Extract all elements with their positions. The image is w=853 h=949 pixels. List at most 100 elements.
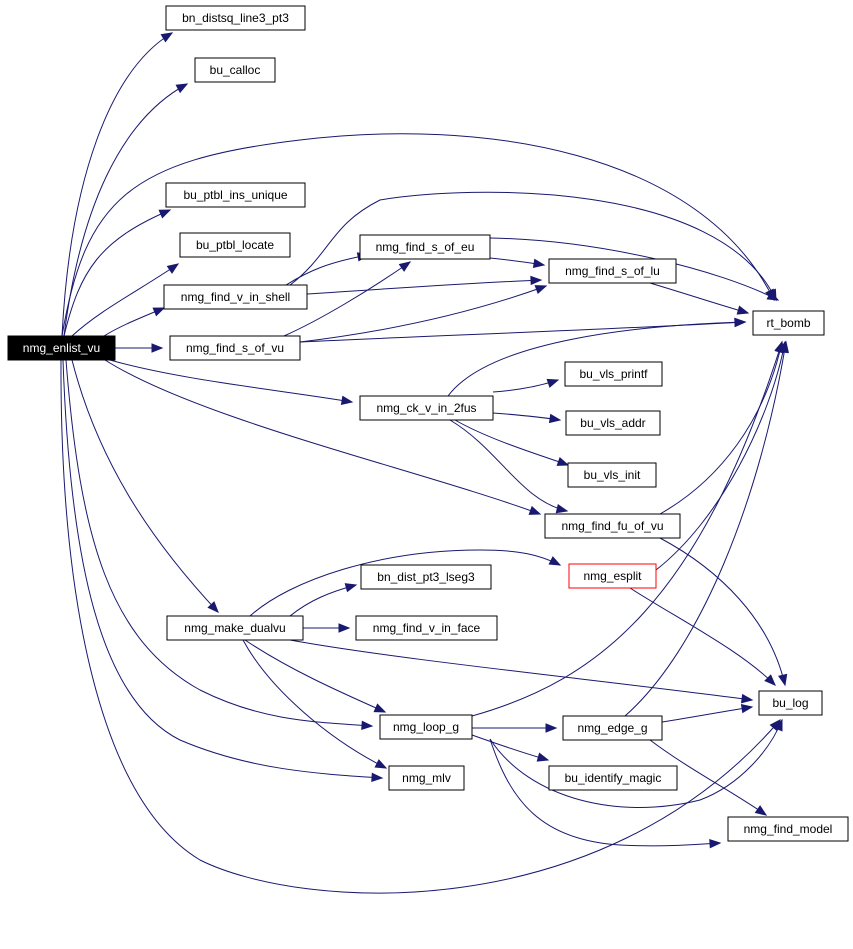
arrowhead	[530, 275, 543, 286]
node-box	[548, 765, 678, 791]
arrowhead	[764, 674, 776, 686]
edge-nmg_loop_g-to-bu_log	[489, 718, 783, 808]
node-box	[166, 615, 304, 641]
node-nmg-make-dualvu[interactable]: nmg_make_dualvu	[166, 615, 304, 641]
node-label: nmg_find_s_of_vu	[186, 341, 284, 355]
arrowhead	[740, 703, 754, 714]
edge-line	[449, 419, 568, 512]
node-nmg-esplit[interactable]: nmg_esplit	[568, 563, 657, 589]
arrowhead	[373, 703, 387, 713]
node-label: bu_ptbl_ins_unique	[183, 188, 287, 202]
node-label: nmg_loop_g	[393, 720, 459, 734]
arrowhead	[709, 838, 722, 849]
edge-line	[289, 584, 357, 617]
node-label: nmg_mlv	[402, 771, 451, 785]
arrowhead	[548, 413, 562, 424]
arrowhead	[779, 340, 789, 354]
node-nmg-find-s-of-vu[interactable]: nmg_find_s_of_vu	[169, 335, 301, 361]
node-bu-ptbl-locate[interactable]: bu_ptbl_locate	[179, 232, 291, 258]
node-nmg-mlv[interactable]: nmg_mlv	[388, 765, 465, 791]
node-box	[379, 714, 473, 740]
edge-nmg_loop_g-to-bu_identify_magic	[471, 734, 550, 762]
node-nmg-find-s-of-lu[interactable]: nmg_find_s_of_lu	[548, 258, 677, 284]
node-nmg-enlist-vu[interactable]: nmg_enlist_vu	[7, 335, 116, 361]
arrowhead	[528, 505, 542, 515]
node-label: nmg_edge_g	[577, 721, 647, 735]
arrowhead	[361, 720, 374, 731]
node-bu-vls-init[interactable]: bu_vls_init	[567, 462, 657, 488]
edge-nmg_find_v_in_shell-to-nmg_find_s_of_lu	[306, 275, 543, 295]
node-bu-vls-printf[interactable]: bu_vls_printf	[564, 361, 663, 387]
node-bu-calloc[interactable]: bu_calloc	[194, 57, 276, 83]
node-nmg-find-v-in-shell[interactable]: nmg_find_v_in_shell	[163, 284, 308, 310]
edge-line	[624, 341, 787, 717]
arrowhead	[532, 258, 546, 269]
edge-nmg_enlist_vu-to-bu_calloc	[63, 83, 189, 337]
edge-line	[306, 279, 542, 295]
edge-nmg_make_dualvu-to-nmg_find_v_in_face	[303, 623, 351, 633]
arrowhead	[734, 317, 747, 328]
node-box	[163, 284, 308, 310]
arrowhead	[374, 759, 388, 769]
arrowhead	[175, 83, 189, 94]
arrowhead	[398, 261, 412, 272]
node-bu-log[interactable]: bu_log	[758, 690, 823, 716]
node-label: nmg_find_fu_of_vu	[561, 519, 663, 533]
edge-line	[61, 133, 775, 337]
node-box	[388, 765, 465, 791]
edge-line	[289, 639, 753, 701]
node-label: bu_log	[772, 696, 808, 710]
node-label: bu_vls_init	[584, 468, 641, 482]
node-nmg-find-model[interactable]: nmg_find_model	[727, 816, 849, 842]
node-bn-distsq-line3-pt3[interactable]: bn_distsq_line3_pt3	[165, 5, 306, 31]
node-nmg-find-v-in-face[interactable]: nmg_find_v_in_face	[355, 615, 498, 641]
edge-line	[659, 537, 786, 686]
node-bu-ptbl-ins-unique[interactable]: bu_ptbl_ins_unique	[165, 182, 306, 208]
node-nmg-find-s-of-eu[interactable]: nmg_find_s_of_eu	[359, 234, 491, 260]
node-nmg-loop-g[interactable]: nmg_loop_g	[379, 714, 473, 740]
node-label: rt_bomb	[766, 316, 810, 330]
arrowhead	[555, 503, 569, 514]
node-label: nmg_ck_v_in_2fus	[376, 401, 476, 415]
arrowhead	[778, 673, 788, 687]
edge-line	[109, 359, 353, 403]
arrowhead	[371, 772, 384, 783]
edge-line	[454, 419, 569, 466]
edge-nmg_find_s_of_lu-to-rt_bomb	[649, 282, 750, 315]
node-bn-dist-pt3-lseg3[interactable]: bn_dist_pt3_lseg3	[360, 564, 492, 590]
node-box	[360, 564, 492, 590]
arrowhead	[556, 457, 570, 466]
node-nmg-edge-g[interactable]: nmg_edge_g	[562, 715, 663, 741]
arrowhead	[340, 395, 354, 405]
edge-line	[285, 254, 369, 286]
edge-line	[447, 321, 746, 397]
edge-line	[489, 719, 783, 808]
edge-nmg_ck_v_in_2fus-to-bu_vls_init	[454, 419, 570, 466]
node-box	[567, 462, 657, 488]
arrowhead	[545, 723, 558, 733]
arrowhead	[152, 307, 166, 317]
edge-line	[283, 261, 411, 337]
node-box	[568, 563, 657, 589]
node-nmg-find-fu-of-vu[interactable]: nmg_find_fu_of_vu	[544, 513, 681, 539]
edge-line	[661, 706, 753, 723]
edge-nmg_find_s_of_vu-to-rt_bomb	[299, 317, 747, 343]
edge-line	[63, 83, 188, 337]
node-box	[548, 258, 677, 284]
edge-nmg_find_s_of_eu-to-nmg_find_s_of_lu	[489, 257, 546, 269]
edge-nmg_edge_g-to-nmg_find_model	[649, 739, 768, 816]
node-bu-identify-magic[interactable]: bu_identify_magic	[548, 765, 678, 791]
arrowhead	[740, 693, 754, 704]
edge-nmg_ck_v_in_2fus-to-rt_bomb	[447, 317, 747, 397]
edge-line	[61, 32, 173, 337]
node-label: nmg_find_s_of_eu	[376, 240, 475, 254]
node-label: nmg_find_v_in_shell	[181, 290, 290, 304]
node-bu-vls-addr[interactable]: bu_vls_addr	[565, 410, 661, 436]
node-nmg-ck-v-in-2fus[interactable]: nmg_ck_v_in_2fus	[359, 395, 494, 421]
edge-nmg_find_s_of_vu-to-nmg_find_s_of_lu	[299, 285, 548, 343]
node-rt-bomb[interactable]: rt_bomb	[752, 310, 825, 336]
arrowhead	[166, 263, 180, 274]
arrowhead	[338, 623, 351, 633]
edge-line	[489, 738, 721, 847]
